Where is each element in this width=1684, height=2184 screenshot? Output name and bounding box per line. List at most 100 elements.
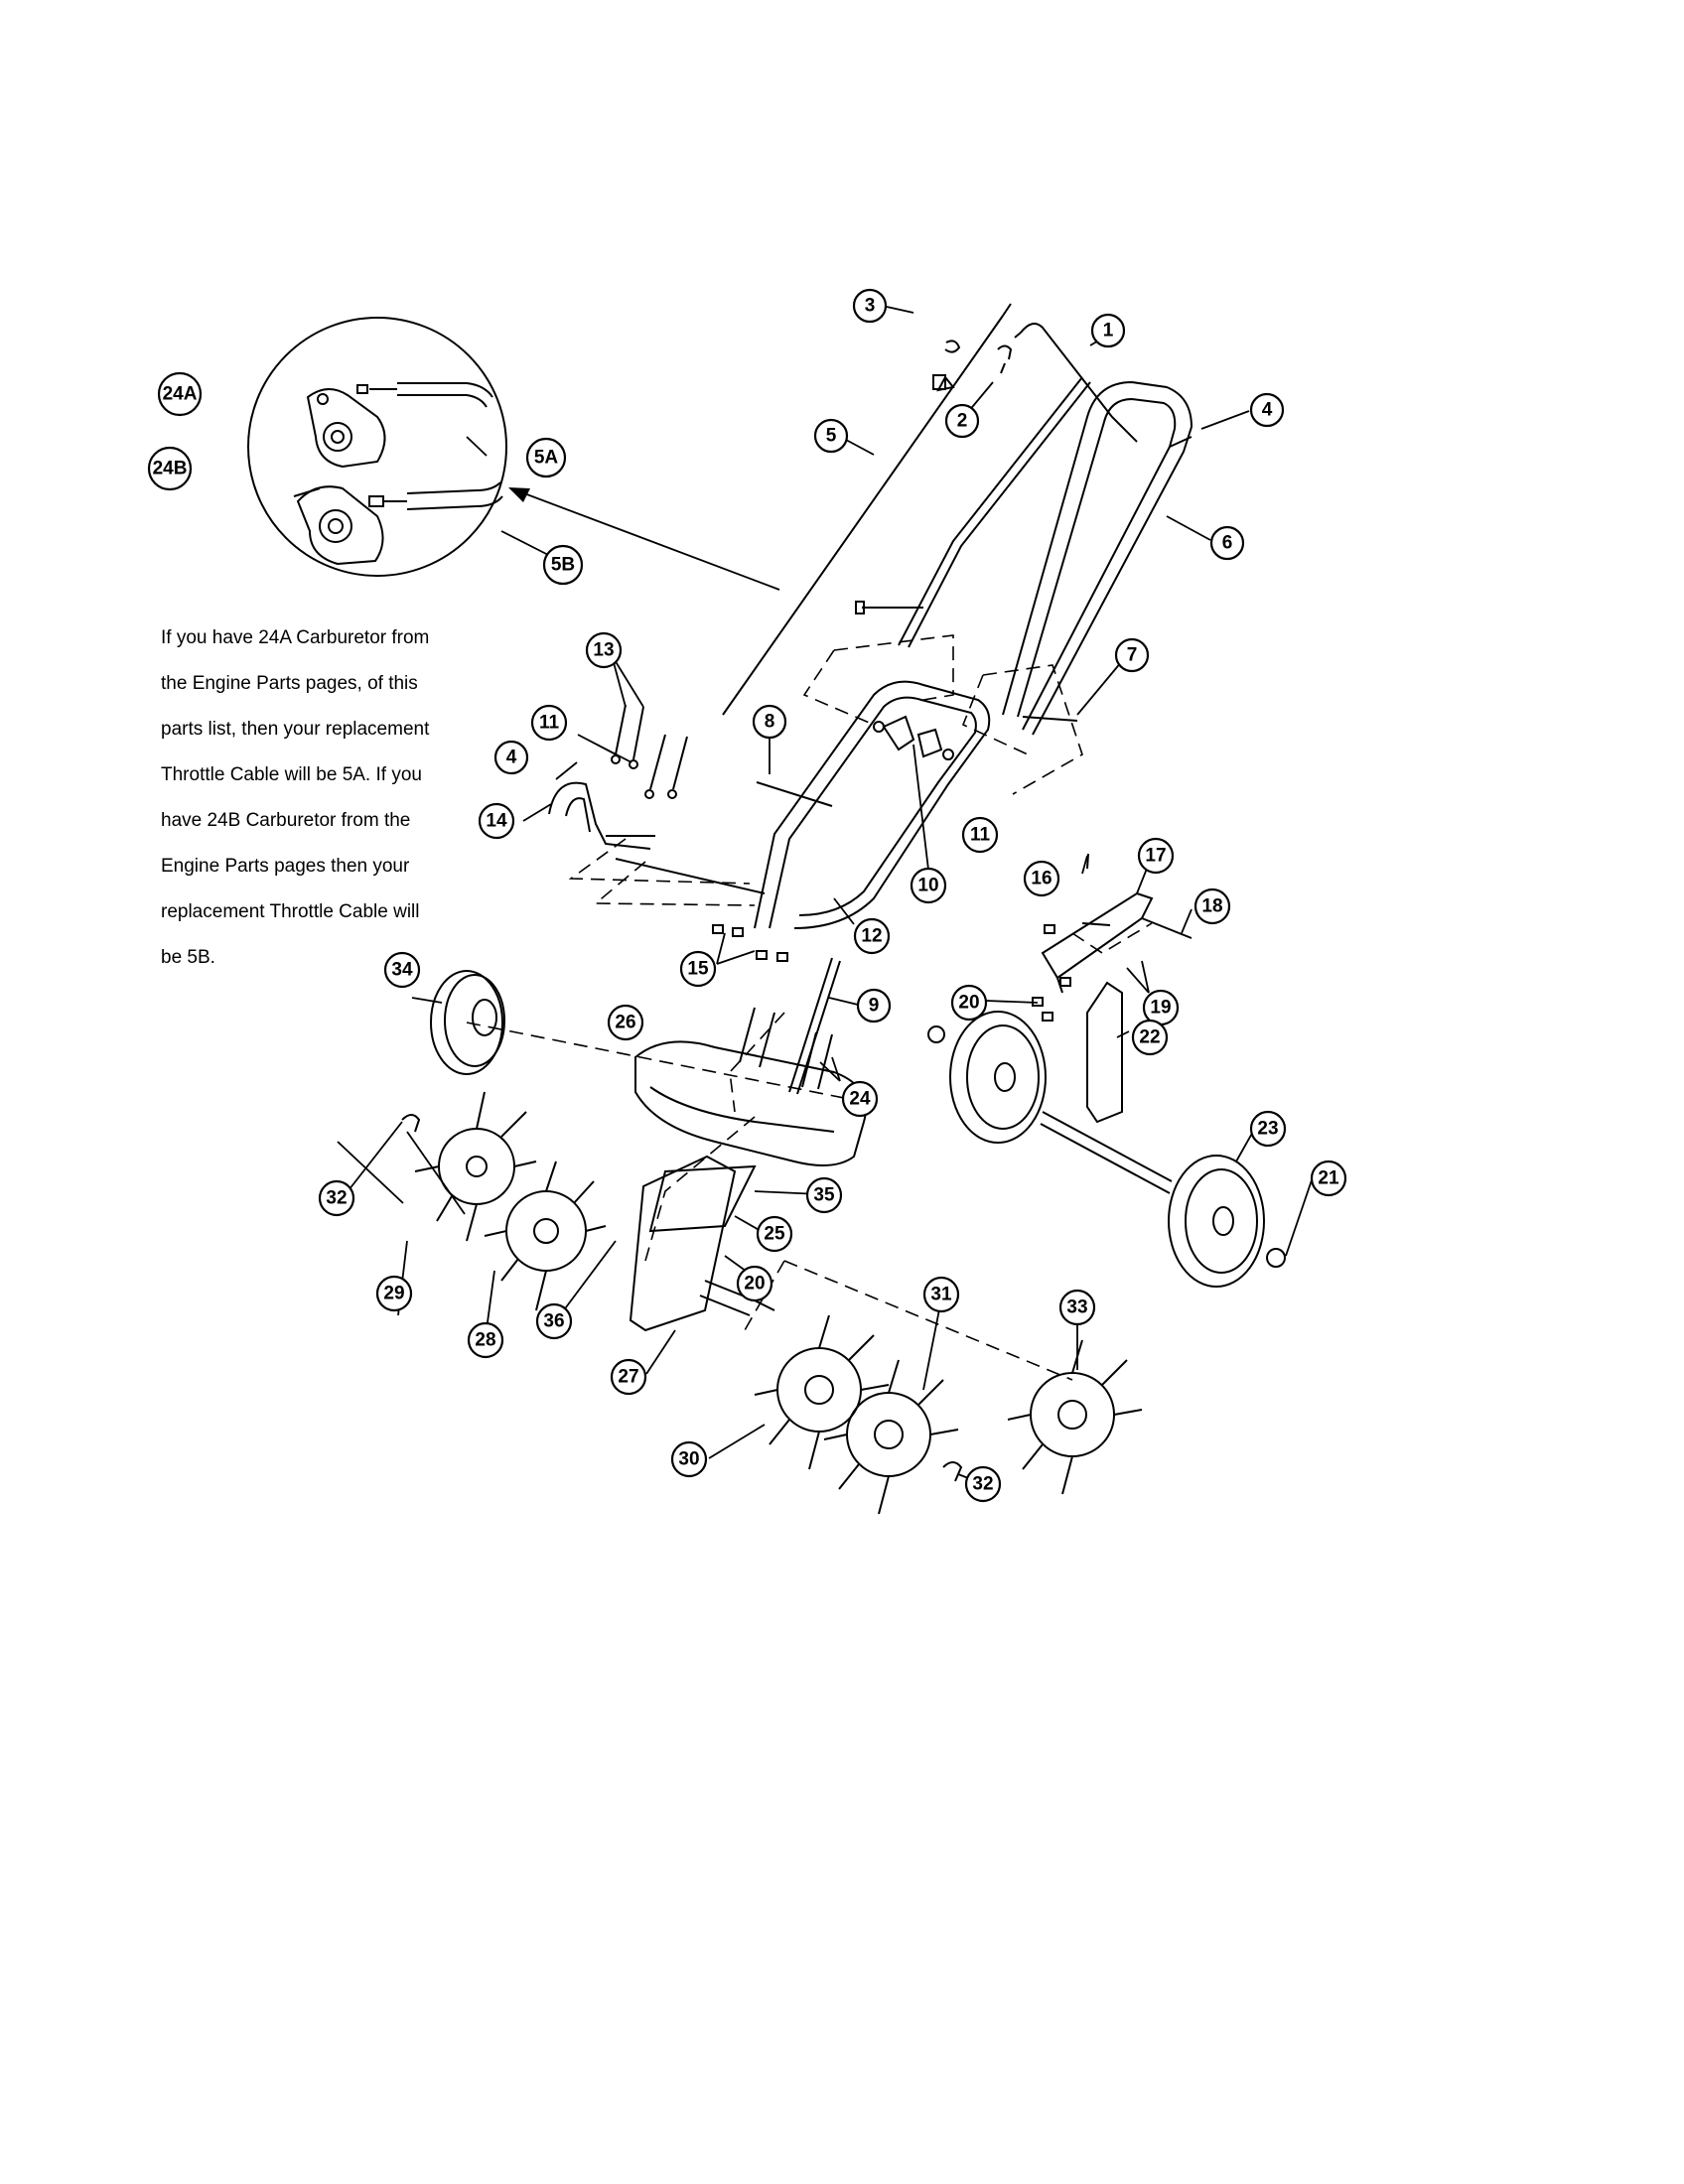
svg-text:7: 7 (1127, 645, 1138, 666)
depth-bar-bracket-drawing (1032, 853, 1193, 1022)
svg-text:8: 8 (765, 712, 775, 733)
bolts-24-drawing (739, 1007, 833, 1090)
callout-18: 18 (1193, 887, 1231, 925)
callout-25: 25 (756, 1215, 793, 1253)
transport-wheel-34-drawing (430, 970, 505, 1075)
svg-text:20: 20 (744, 1274, 765, 1295)
callout-21: 21 (1310, 1160, 1347, 1197)
svg-text:35: 35 (813, 1185, 835, 1206)
bolts-13-drawing (611, 704, 688, 799)
note-line: parts list, then your replacement (161, 719, 430, 740)
svg-text:34: 34 (391, 960, 413, 981)
nuts-15-drawing (712, 924, 788, 962)
svg-text:5B: 5B (551, 555, 575, 576)
svg-text:5: 5 (826, 426, 837, 447)
callout-4-upper-handle: 4 (1249, 392, 1285, 428)
hairpin-clips-drawing (401, 1114, 963, 1482)
callout-12: 12 (853, 917, 891, 955)
callout-13: 13 (585, 631, 623, 669)
svg-text:3: 3 (865, 296, 876, 317)
wheels-drawing (927, 981, 1286, 1288)
svg-text:20: 20 (958, 993, 979, 1014)
callout-14: 14 (478, 802, 515, 840)
svg-text:23: 23 (1257, 1119, 1278, 1140)
svg-text:4: 4 (506, 748, 517, 768)
svg-text:14: 14 (486, 811, 507, 832)
callout-2: 2 (944, 403, 980, 439)
svg-text:11: 11 (539, 713, 560, 734)
tine-31-drawing (823, 1359, 959, 1515)
callout-24: 24 (841, 1080, 879, 1118)
svg-text:1: 1 (1103, 321, 1114, 341)
assembly-dashed-lines (466, 634, 1153, 1381)
callout-1: 1 (1090, 313, 1126, 348)
callout-33: 33 (1058, 1289, 1096, 1326)
callout-20-transmission: 20 (736, 1265, 773, 1302)
svg-text:28: 28 (475, 1330, 495, 1351)
carburetor-inset (247, 317, 507, 577)
callout-34: 34 (383, 951, 421, 989)
note-line: replacement Throttle Cable will (161, 901, 420, 922)
callout-5b: 5B (542, 544, 584, 586)
callout-31: 31 (922, 1276, 960, 1313)
svg-text:5A: 5A (534, 448, 559, 469)
svg-text:18: 18 (1201, 896, 1222, 917)
callout-5: 5 (813, 418, 849, 454)
callout-32-right: 32 (964, 1465, 1002, 1503)
svg-text:21: 21 (1318, 1168, 1339, 1189)
callout-17: 17 (1137, 837, 1175, 875)
callout-32-left: 32 (318, 1179, 355, 1217)
tine-30-drawing (754, 1314, 890, 1470)
tine-shield-drawing (634, 1040, 867, 1166)
callout-10: 10 (910, 867, 947, 904)
callout-16: 16 (1023, 860, 1060, 897)
tine-33-drawing (1007, 1339, 1143, 1495)
callout-27: 27 (610, 1358, 647, 1396)
callout-9: 9 (856, 988, 892, 1024)
svg-text:30: 30 (678, 1449, 699, 1470)
tine-28-drawing (484, 1160, 607, 1311)
callout-28: 28 (467, 1321, 504, 1359)
callout-29: 29 (375, 1275, 413, 1312)
leader-lines (337, 306, 1316, 1484)
note-line: Throttle Cable will be 5A. If you (161, 764, 422, 785)
transmission-drawing (629, 1155, 775, 1332)
svg-text:26: 26 (615, 1013, 635, 1033)
callout-5a: 5A (525, 437, 567, 478)
rod-8-drawing (756, 781, 833, 807)
callout-36: 36 (535, 1302, 573, 1340)
carburetor-note: If you have 24A Carburetor from the Engi… (161, 604, 479, 992)
svg-text:15: 15 (687, 959, 709, 980)
svg-text:24A: 24A (163, 384, 198, 405)
svg-text:36: 36 (543, 1311, 564, 1332)
throttle-cable-5b-drawing (368, 481, 503, 510)
callout-24b: 24B (147, 446, 193, 491)
callout-19: 19 (1142, 989, 1180, 1026)
note-line: be 5B. (161, 947, 215, 968)
knob-10-drawing (873, 715, 954, 760)
svg-text:9: 9 (869, 996, 880, 1017)
svg-text:6: 6 (1222, 533, 1233, 554)
callout-6: 6 (1209, 525, 1245, 561)
callout-35: 35 (805, 1176, 843, 1214)
callout-11-right: 11 (961, 816, 999, 854)
callout-23: 23 (1249, 1110, 1287, 1148)
callout-22: 22 (1131, 1019, 1169, 1056)
svg-text:12: 12 (861, 926, 882, 947)
callout-26: 26 (607, 1004, 644, 1041)
svg-text:33: 33 (1066, 1297, 1087, 1318)
svg-text:10: 10 (917, 876, 938, 896)
svg-text:11: 11 (970, 825, 991, 846)
callout-11-left: 11 (530, 704, 568, 742)
svg-text:29: 29 (383, 1284, 404, 1304)
callout-8: 8 (752, 704, 787, 740)
note-line: the Engine Parts pages, of this (161, 673, 418, 694)
carburetor-24b-drawing (293, 485, 384, 566)
callout-3: 3 (852, 288, 888, 324)
svg-text:16: 16 (1031, 869, 1052, 889)
svg-text:22: 22 (1139, 1027, 1160, 1048)
handle-bolt-drawing (855, 601, 1078, 722)
detail-arrow (508, 487, 780, 591)
control-rod-drawing (898, 323, 1138, 648)
throttle-cable-5a-drawing (356, 382, 493, 408)
